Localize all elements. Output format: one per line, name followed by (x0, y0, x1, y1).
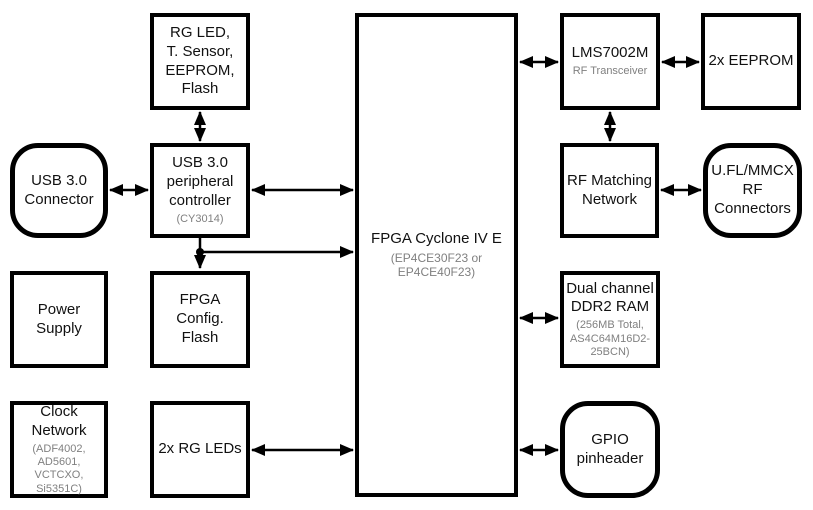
rf-matching-box: RF Matching Network (560, 143, 659, 238)
fpga-label: FPGA Cyclone IV E (371, 229, 502, 247)
eeprom-box: 2x EEPROM (701, 13, 801, 110)
gpio-pinheader-box: GPIO pinheader (560, 401, 660, 498)
lms7002m-label: LMS7002M (571, 44, 649, 62)
usb3-controller-part-label: (CY3014) (176, 213, 224, 226)
clock-network-parts-label: (ADF4002, AD5601, VCTCXO, Si5351C) (32, 442, 86, 495)
ddr2-ram-part-label: (256MB Total, AS4C64M16D2- 25BCN) (569, 319, 651, 359)
power-supply-box: Power Supply (10, 271, 108, 368)
rg-led-sensor-box: RG LED, T. Sensor, EEPROM, Flash (150, 13, 250, 110)
fpga-config-flash-box: FPGA Config. Flash (150, 271, 250, 368)
usb3-connector-box: USB 3.0 Connector (10, 143, 108, 238)
fpga-box: FPGA Cyclone IV E (EP4CE30F23 or EP4CE40… (355, 13, 518, 497)
rg-leds-box: 2x RG LEDs (150, 401, 250, 498)
clock-network-label: Clock Network (31, 402, 87, 439)
clock-network-box: Clock Network (ADF4002, AD5601, VCTCXO, … (10, 401, 108, 498)
fpga-config-flash-label: FPGA Config. Flash (176, 291, 224, 346)
ufl-mmcx-connectors-box: U.FL/MMCX RF Connectors (703, 143, 802, 238)
lms7002m-sub-label: RF Transceiver (572, 65, 648, 78)
lms7002m-box: LMS7002M RF Transceiver (560, 13, 660, 110)
ufl-mmcx-connectors-label: U.FL/MMCX RF Connectors (711, 162, 794, 217)
rg-leds-label: 2x RG LEDs (158, 440, 242, 458)
usb3-connector-label: USB 3.0 Connector (24, 171, 94, 208)
fpga-part-label: (EP4CE30F23 or EP4CE40F23) (390, 250, 483, 280)
usb3-controller-box: USB 3.0 peripheral controller (CY3014) (150, 143, 250, 238)
ddr2-ram-label: Dual channel DDR2 RAM (566, 279, 654, 316)
eeprom-label: 2x EEPROM (708, 52, 794, 70)
rf-matching-label: RF Matching Network (566, 171, 653, 208)
gpio-pinheader-label: GPIO pinheader (576, 430, 644, 467)
junction-dot (196, 248, 204, 256)
rg-led-sensor-label: RG LED, T. Sensor, EEPROM, Flash (165, 23, 235, 98)
power-supply-label: Power Supply (36, 300, 82, 337)
ddr2-ram-box: Dual channel DDR2 RAM (256MB Total, AS4C… (560, 271, 660, 368)
usb3-controller-label: USB 3.0 peripheral controller (166, 154, 234, 210)
